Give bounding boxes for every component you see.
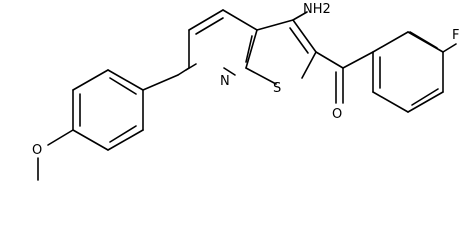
carbonyl-oxygen-label: O [332, 107, 342, 122]
bond [107, 69, 144, 91]
carbonyl-group [315, 51, 374, 104]
bond [223, 67, 236, 76]
bond [222, 9, 258, 31]
bond [256, 19, 294, 31]
thiophene-ring [245, 19, 317, 85]
bond [185, 63, 197, 71]
bond [195, 17, 224, 35]
molecule-diagram: NH2 F O N S O [32, 2, 459, 181]
bond [107, 129, 144, 151]
amine-label: NH2 [303, 2, 331, 17]
pyridine-ring [177, 9, 258, 76]
bond [47, 129, 74, 146]
bond [409, 31, 438, 49]
bond [245, 35, 253, 63]
bond [72, 129, 109, 151]
bond [245, 67, 277, 85]
bond [315, 51, 344, 69]
bond [292, 19, 317, 53]
bond [188, 9, 224, 31]
bond [142, 74, 179, 91]
bond [109, 77, 137, 95]
fluorophenyl-ring [372, 31, 457, 113]
bond [342, 51, 374, 69]
bond [245, 29, 258, 69]
bond [372, 31, 409, 53]
ring-sulfur-label: S [273, 81, 281, 96]
bond [372, 91, 409, 113]
fluorine-label: F [452, 28, 459, 43]
bond [301, 51, 317, 79]
methoxyphenyl-ring [37, 69, 144, 181]
bond [292, 11, 308, 21]
atom-labels: NH2 F O N S O [32, 2, 459, 158]
bond [411, 88, 439, 106]
bond [289, 27, 309, 54]
bond [109, 125, 137, 143]
methoxy-oxygen-label: O [32, 143, 42, 158]
structure-canvas: NH2 F O N S O [32, 2, 459, 181]
ring-nitrogen-label: N [220, 74, 230, 89]
bond [407, 91, 444, 113]
bond [72, 69, 109, 91]
bond [442, 43, 457, 53]
